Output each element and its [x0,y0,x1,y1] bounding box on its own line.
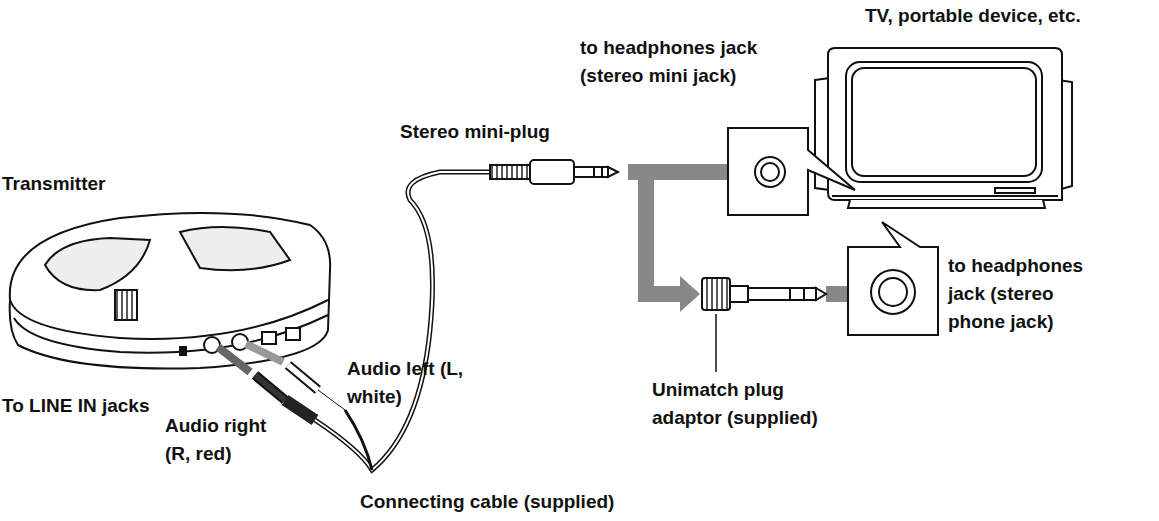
part-label: to headphones jack (stereo mini jack) [580,34,790,90]
part-label: Unimatch plug adaptor (supplied) [652,376,857,432]
part-label: to headphones jack (stereo phone jack) [948,252,1108,336]
part-label: TV, portable device, etc. [865,2,1155,30]
rca-plugs [218,344,345,420]
jack-callouts [728,128,938,335]
part-label: Stereo mini-plug [400,118,600,146]
transmitter [10,213,331,369]
part-label: Transmitter [2,170,152,198]
part-label: Connecting cable (supplied) [360,488,680,516]
tv-set [815,48,1072,208]
connecting-cable [315,172,490,470]
stereo-mini-plug [490,160,618,184]
part-label: Audio left (L, white) [347,355,472,411]
unimatch-adaptor [702,278,826,372]
part-label: Audio right (R, red) [165,412,295,468]
